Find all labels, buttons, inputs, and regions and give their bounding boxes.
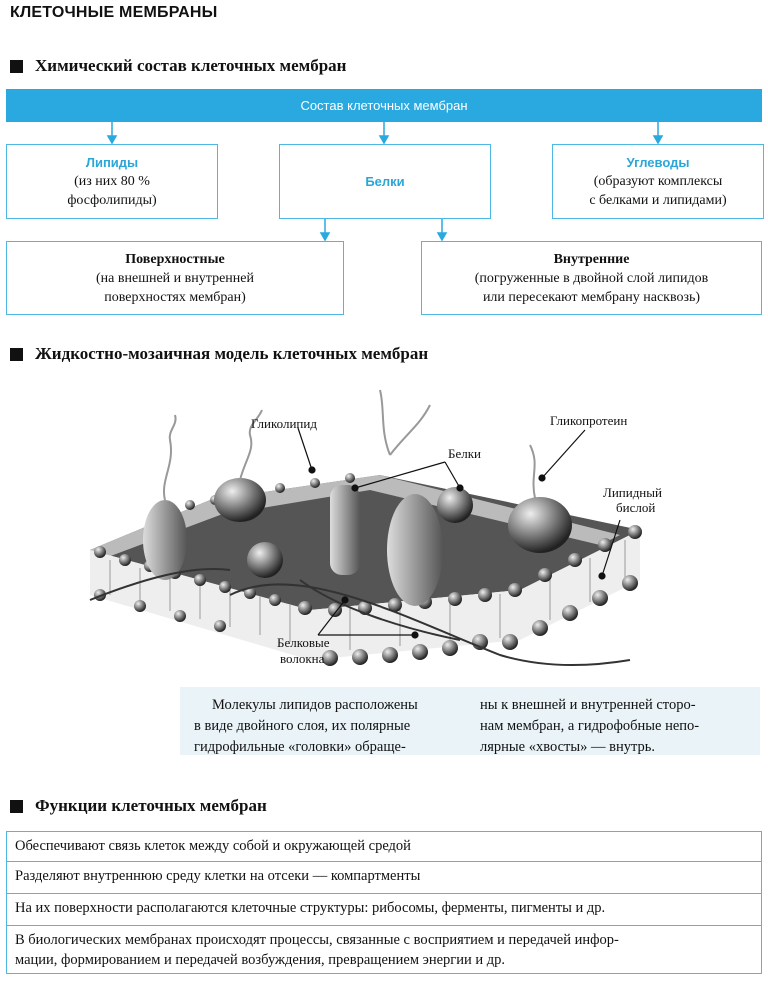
carbs-line1: (образуют комплексы <box>593 174 723 189</box>
section-heading-text: Функции клеточных мембран <box>35 796 267 815</box>
proteins-box: Белки <box>279 144 491 219</box>
flow-arrows <box>106 122 664 242</box>
section-heading-model: Жидкостно-мозаичная модель клеточных мем… <box>10 344 428 364</box>
down-arrow-icon <box>378 135 390 145</box>
down-arrow-icon <box>319 232 331 242</box>
section-heading-text: Жидкостно-мозаичная модель клеточных мем… <box>35 344 429 363</box>
function-text: мации, формированием и передачей возбужд… <box>15 952 506 968</box>
label-proteins: Белки <box>448 446 481 461</box>
function-text: Разделяют внутреннюю среду клетки на отс… <box>15 868 421 884</box>
function-row: В биологических мембранах происходят про… <box>6 926 762 974</box>
label-lipid-bilayer-2: бислой <box>616 500 656 515</box>
lipids-line1: (из них 80 % <box>74 174 150 189</box>
note-line: нам мембран, а гидрофобные непо- <box>480 718 700 734</box>
section-bullet-icon <box>10 59 23 73</box>
label-fibers-2: волокна <box>280 651 325 666</box>
surface-line2: поверхностях мембран) <box>104 289 246 305</box>
label-lipid-bilayer-1: Липидный <box>603 485 662 500</box>
note-column-1: Молекулы липидов расположены в виде двой… <box>194 695 460 758</box>
proteins-title: Белки <box>365 174 405 189</box>
internal-line1: (погруженные в двойной слой липидов <box>474 270 709 286</box>
page-title: КЛЕТОЧНЫЕ МЕМБРАНЫ <box>10 4 218 21</box>
section-heading-text: Химический состав клеточных мембран <box>35 56 347 75</box>
function-text: На их поверхности располагаются клеточны… <box>15 900 606 916</box>
function-row: На их поверхности располагаются клеточны… <box>6 894 762 926</box>
internal-proteins-box: Внутренние (погруженные в двойной слой л… <box>421 241 762 315</box>
down-arrow-icon <box>436 232 448 242</box>
function-text: В биологических мембранах происходят про… <box>15 932 619 948</box>
section-heading-composition: Химический состав клеточных мембран <box>10 56 346 76</box>
composition-banner: Состав клеточных мембран <box>6 89 762 122</box>
note-line: Молекулы липидов расположены <box>212 697 418 713</box>
internal-line2: или пересекают мембрану насквозь) <box>482 289 701 305</box>
note-column-2: ны к внешней и внутренней сторо- нам мем… <box>480 695 750 758</box>
lipids-title: Липиды <box>85 155 139 170</box>
note-line: ны к внешней и внутренней сторо- <box>480 697 696 713</box>
function-text: Обеспечивают связь клеток между собой и … <box>15 838 411 854</box>
label-fibers-1: Белковые <box>277 635 330 650</box>
function-row: Обеспечивают связь клеток между собой и … <box>6 831 762 862</box>
carbs-title: Углеводы <box>626 155 690 170</box>
section-bullet-icon <box>10 347 23 361</box>
surface-line1: (на внешней и внутренней <box>96 270 254 286</box>
note-line: в виде двойного слоя, их полярные <box>194 718 411 734</box>
label-glycoprotein: Гликопротеин <box>550 413 628 428</box>
down-arrow-icon <box>106 135 118 145</box>
carbs-box: Углеводы (образуют комплексы с белками и… <box>552 144 764 219</box>
section-bullet-icon <box>10 799 23 813</box>
surface-title: Поверхностные <box>125 251 225 267</box>
bilayer-note: Молекулы липидов расположены в виде двой… <box>180 687 760 755</box>
lipids-box: Липиды (из них 80 % фосфолипиды) <box>6 144 218 219</box>
down-arrow-icon <box>652 135 664 145</box>
label-glycolipid: Гликолипид <box>251 416 317 431</box>
carbs-line2: с белками и липидами) <box>589 193 727 208</box>
membrane-illustration <box>89 389 642 666</box>
note-line: гидрофильные «головки» обраще- <box>194 739 406 755</box>
internal-title: Внутренние <box>553 251 630 267</box>
surface-proteins-box: Поверхностные (на внешней и внутренней п… <box>6 241 344 315</box>
section-heading-functions: Функции клеточных мембран <box>10 796 267 816</box>
note-line: лярные «хвосты» — внутрь. <box>480 739 655 755</box>
lipids-line2: фосфолипиды) <box>67 193 157 208</box>
function-row: Разделяют внутреннюю среду клетки на отс… <box>6 862 762 894</box>
